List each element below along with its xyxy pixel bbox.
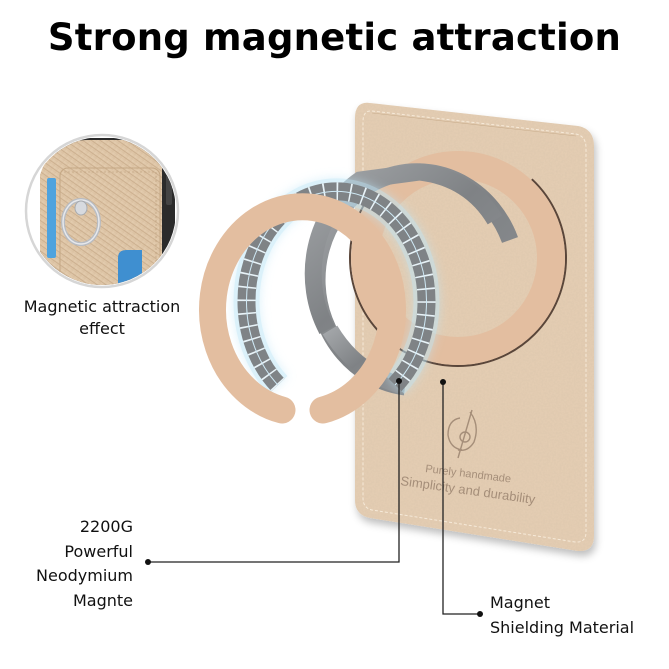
magnet-callout-dot [396, 378, 402, 384]
magnet-label-line-3: Neodymium [36, 566, 133, 585]
neodymium-magnet-ring [233, 178, 440, 394]
magnet-label: 2200G Powerful Neodymium Magnte [36, 515, 133, 613]
shield-label-line-1: Magnet [490, 593, 551, 612]
leaf-logo-icon [447, 409, 477, 459]
magnet-label-line-2: Powerful [64, 541, 133, 561]
inset-caption: Magnetic attraction effect [0, 296, 204, 340]
inset-caption-line-1: Magnetic attraction [23, 297, 181, 316]
inset-caption-line-2: effect [79, 319, 125, 338]
shield-label-line-2: Shielding Material [490, 617, 635, 637]
magnet-label-dot [145, 559, 151, 565]
inset-photo [24, 133, 180, 289]
magnet-label-line-4: Magnte [72, 590, 133, 610]
shield-label-dot [477, 611, 483, 617]
magnet-label-line-1: 2200G [79, 517, 133, 536]
callout-lines [148, 381, 480, 615]
shield-callout-dot [440, 379, 446, 385]
shield-label: Magnet Shielding Material [490, 591, 634, 640]
magnet-callout-line [148, 381, 400, 563]
front-adhesive-ring [199, 193, 406, 424]
page-title: Strong magnetic attraction [47, 16, 622, 59]
shield-callout-line [442, 382, 480, 615]
